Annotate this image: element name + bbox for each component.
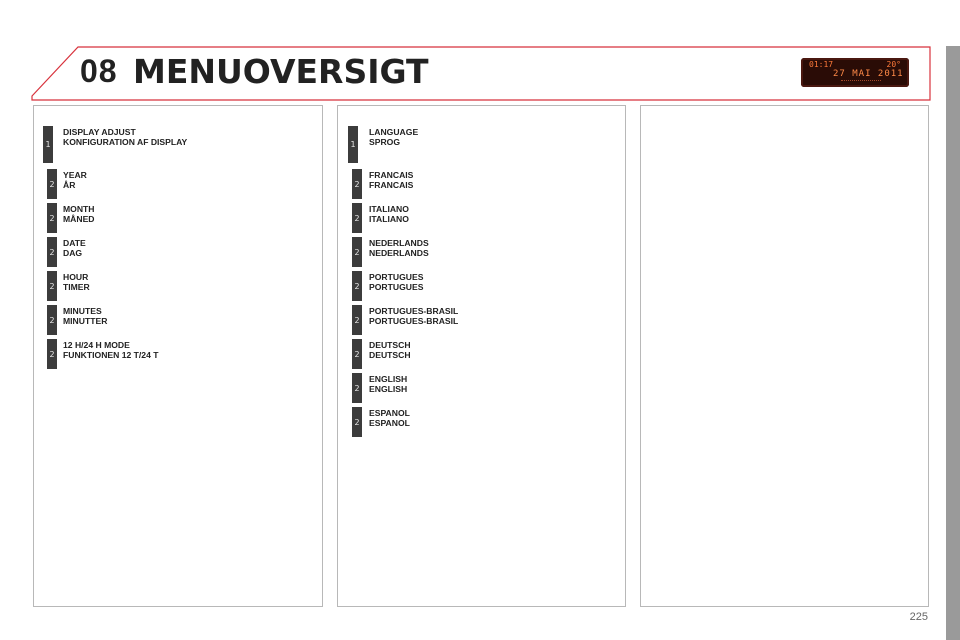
level-marker: 2 (352, 339, 362, 369)
panel-language-settings: 1 LANGUAGE SPROG 2 FRANCAIS FRANCAIS 2 I… (337, 105, 626, 607)
entry-text: NEDERLANDS NEDERLANDS (369, 238, 429, 258)
entry-line-en: DATE (63, 238, 86, 248)
entry-text: DISPLAY ADJUST KONFIGURATION AF DISPLAY (63, 127, 187, 147)
entry-text: PORTUGUES-BRASIL PORTUGUES-BRASIL (369, 306, 458, 326)
entry-line-en: DEUTSCH (369, 340, 411, 350)
entry-text: 12 H/24 H MODE FUNKTIONEN 12 T/24 T (63, 340, 159, 360)
level-marker: 2 (352, 305, 362, 335)
level-marker: 2 (352, 169, 362, 199)
entry-text: ITALIANO ITALIANO (369, 204, 409, 224)
entry-line-da: ESPANOL (369, 418, 410, 428)
header-frame (31, 46, 931, 101)
entry-line-da: ÅR (63, 180, 76, 190)
level-marker: 2 (352, 237, 362, 267)
side-tab-bar (946, 46, 960, 640)
entry-line-en: ESPANOL (369, 408, 410, 418)
level-marker: 1 (348, 126, 358, 163)
level-marker: 2 (352, 271, 362, 301)
entry-line-en: HOUR (63, 272, 89, 282)
entry-text: FRANCAIS FRANCAIS (369, 170, 413, 190)
entry-line-en: PORTUGUES-BRASIL (369, 306, 459, 316)
entry-line-en: ITALIANO (369, 204, 409, 214)
entry-text: PORTUGUES PORTUGUES (369, 272, 423, 292)
entry-line-da: ITALIANO (369, 214, 409, 224)
entry-text: LANGUAGE SPROG (369, 127, 418, 147)
level-marker: 2 (47, 339, 57, 369)
entry-text: MINUTES MINUTTER (63, 306, 107, 326)
level-marker: 2 (47, 237, 57, 267)
entry-text: DEUTSCH DEUTSCH (369, 340, 411, 360)
entry-line-da: NEDERLANDS (369, 248, 429, 258)
entry-text: ESPANOL ESPANOL (369, 408, 410, 428)
entry-line-en: ENGLISH (369, 374, 408, 384)
entry-text: HOUR TIMER (63, 272, 90, 292)
entry-line-da: PORTUGUES-BRASIL (369, 316, 459, 326)
level-marker: 1 (43, 126, 53, 163)
entry-line-da: MÅNED (63, 214, 95, 224)
display-temperature: 20° (886, 60, 901, 69)
level-marker: 2 (47, 271, 57, 301)
entry-line-en: PORTUGUES (369, 272, 424, 282)
entry-line-da: PORTUGUES (369, 282, 424, 292)
entry-line-en: MONTH (63, 204, 95, 214)
entry-line-da: DAG (63, 248, 83, 258)
entry-line-da: FUNKTIONEN 12 T/24 T (63, 350, 159, 360)
entry-line-da: FRANCAIS (369, 180, 414, 190)
level-marker: 2 (352, 373, 362, 403)
level-marker: 2 (47, 203, 57, 233)
entry-line-en: FRANCAIS (369, 170, 414, 180)
display-date: 27 MAI 2011 (833, 69, 904, 79)
level-marker: 2 (47, 169, 57, 199)
page-number: 225 (909, 611, 928, 623)
level-marker: 2 (47, 305, 57, 335)
chapter-number: 08 (80, 53, 118, 89)
level-marker: 2 (352, 203, 362, 233)
entry-text: ENGLISH ENGLISH (369, 374, 407, 394)
entry-line-en: LANGUAGE (369, 127, 419, 137)
entry-text: MONTH MÅNED (63, 204, 95, 224)
entry-line-en: MINUTES (63, 306, 102, 316)
entry-line-da: DEUTSCH (369, 350, 411, 360)
dashboard-display-image: 01:17 20° 27 MAI 2011 (801, 58, 909, 87)
display-time: 01:17 (809, 60, 834, 69)
entry-line-en: NEDERLANDS (369, 238, 429, 248)
entry-text: DATE DAG (63, 238, 86, 258)
entry-line-da: ENGLISH (369, 384, 408, 394)
entry-line-en: 12 H/24 H MODE (63, 340, 130, 350)
page-title: MENUOVERSIGT (133, 52, 429, 91)
display-dots (841, 80, 881, 83)
entry-line-da: KONFIGURATION AF DISPLAY (63, 137, 188, 147)
entry-line-da: SPROG (369, 137, 401, 147)
entry-line-en: DISPLAY ADJUST (63, 127, 136, 137)
panel-empty (640, 105, 929, 607)
entry-line-da: MINUTTER (63, 316, 108, 326)
entry-text: YEAR ÅR (63, 170, 87, 190)
panel-display-settings: 1 DISPLAY ADJUST KONFIGURATION AF DISPLA… (33, 105, 323, 607)
level-marker: 2 (352, 407, 362, 437)
entry-line-en: YEAR (63, 170, 87, 180)
entry-line-da: TIMER (63, 282, 90, 292)
